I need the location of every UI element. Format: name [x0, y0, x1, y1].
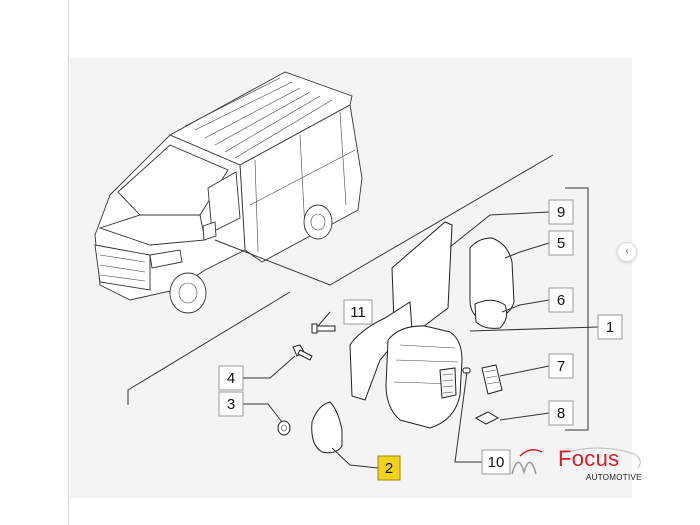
callout-5: 5	[548, 230, 574, 256]
watermark-tagline: AUTOMOTIVE	[586, 473, 642, 482]
callout-4: 4	[218, 365, 244, 391]
callout-7: 7	[548, 353, 574, 379]
callout-9: 9	[548, 199, 574, 225]
callout-label-9: 9	[557, 204, 565, 221]
mirror-arm	[349, 301, 413, 401]
callout-label-5: 5	[557, 235, 565, 252]
section-lines	[127, 154, 554, 405]
callout-10: 10	[481, 449, 511, 475]
mirror-housing	[385, 325, 463, 429]
callout-label-1: 1	[606, 319, 614, 336]
screw-11	[315, 325, 336, 332]
callout-8: 8	[548, 400, 574, 426]
callout-label-7: 7	[557, 358, 565, 375]
callout-3: 3	[218, 391, 244, 417]
callout-11: 11	[343, 299, 373, 325]
side-repeater-lamp	[481, 364, 503, 395]
nut-3	[277, 420, 291, 436]
callout-label-8: 8	[557, 405, 565, 422]
lamp-gasket	[474, 411, 500, 425]
callout-label-4: 4	[227, 370, 235, 387]
leader-lines	[243, 187, 599, 469]
callout-label-3: 3	[227, 396, 235, 413]
left-divider	[68, 0, 69, 525]
chevron-left-icon[interactable]: ‹	[617, 242, 637, 262]
callout-label-10: 10	[488, 454, 505, 471]
exploded-parts	[277, 221, 515, 454]
watermark-brand: Focus	[558, 446, 620, 471]
callout-1: 1	[597, 314, 623, 340]
watermark-logo-mark	[511, 447, 641, 475]
focus-automotive-watermark: Focus AUTOMOTIVE	[508, 444, 648, 486]
mirror-glass-upper	[469, 237, 515, 321]
callout-label-6: 6	[557, 292, 565, 309]
callout-6: 6	[548, 287, 574, 313]
callout-2: 2	[377, 455, 401, 481]
callout-label-11: 11	[350, 304, 366, 321]
callout-label-2: 2	[385, 460, 393, 477]
van-illustration	[94, 71, 363, 314]
mirror-glass-lower	[474, 299, 508, 329]
mirror-cover-cap	[311, 401, 343, 454]
